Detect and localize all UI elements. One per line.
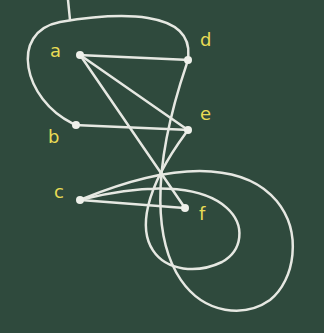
vertex-label: e bbox=[200, 104, 211, 124]
graph-edge bbox=[84, 64, 293, 311]
graph-vertex: d bbox=[184, 56, 192, 64]
graph-edge bbox=[84, 55, 184, 60]
vertex-label: a bbox=[50, 41, 61, 61]
vertex-label: d bbox=[200, 30, 211, 50]
graph-edge bbox=[84, 200, 181, 207]
vertex-label: f bbox=[199, 204, 205, 224]
vertex-label: c bbox=[54, 182, 64, 202]
graph-edge bbox=[84, 133, 240, 269]
graph-vertex: a bbox=[76, 51, 84, 59]
vertex-label: b bbox=[48, 127, 59, 147]
graph-vertex: b bbox=[72, 121, 80, 129]
graph-edge bbox=[83, 57, 184, 127]
graph-vertex: f bbox=[181, 204, 189, 212]
chalk-stroke bbox=[68, 0, 70, 20]
graph-vertex: c bbox=[76, 196, 84, 204]
graph-edge bbox=[28, 16, 189, 123]
graph-vertex: e bbox=[184, 126, 192, 134]
